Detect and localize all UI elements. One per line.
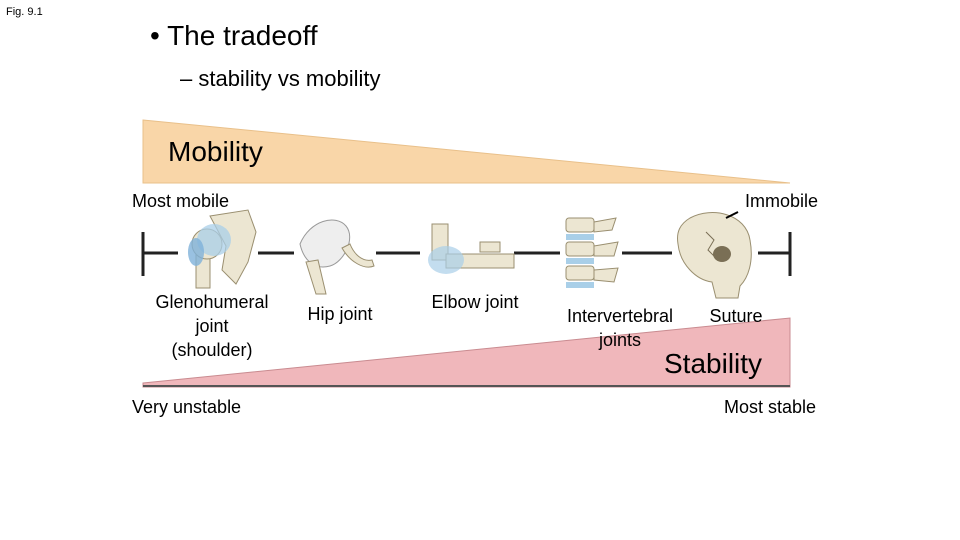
elbow-line-1: Elbow joint: [431, 292, 519, 312]
shoulder-joint-icon: [178, 209, 258, 289]
very-unstable-label: Very unstable: [132, 397, 242, 417]
most-mobile-label: Most mobile: [132, 191, 230, 211]
most-stable-label: Most stable: [724, 397, 817, 417]
mobility-wedge: [142, 119, 791, 184]
glenohumeral-line-3: (shoulder): [171, 340, 253, 360]
glenohumeral-line-2: joint: [195, 316, 229, 336]
elbow-joint-label: Elbow joint: [416, 290, 534, 314]
glenohumeral-line-1: Glenohumeral: [155, 292, 269, 312]
skull-icon: [672, 210, 758, 300]
suture-pointer: [725, 211, 739, 219]
intervertebral-line-1: Intervertebral: [566, 306, 674, 326]
glenohumeral-joint-label: Glenohumeral joint (shoulder): [140, 290, 284, 362]
hip-line-1: Hip joint: [307, 304, 373, 324]
figure-label: Fig. 9.1: [6, 6, 43, 18]
stability-label: Stability: [664, 348, 763, 379]
suture-line-1: Suture: [709, 306, 763, 326]
vertebrae-icon: [560, 214, 622, 300]
suture-label: Suture: [696, 304, 776, 328]
mobility-label: Mobility: [168, 136, 263, 167]
intervertebral-line-2: joints: [598, 330, 642, 350]
immobile-label: Immobile: [745, 191, 819, 211]
slide-title: • The tradeoff: [150, 20, 318, 51]
hip-joint-label: Hip joint: [292, 302, 388, 326]
slide-subtitle: – stability vs mobility: [180, 66, 381, 91]
hip-joint-icon: [294, 214, 376, 295]
elbow-joint-icon: [420, 220, 515, 278]
intervertebral-joints-label: Intervertebral joints: [548, 304, 692, 352]
